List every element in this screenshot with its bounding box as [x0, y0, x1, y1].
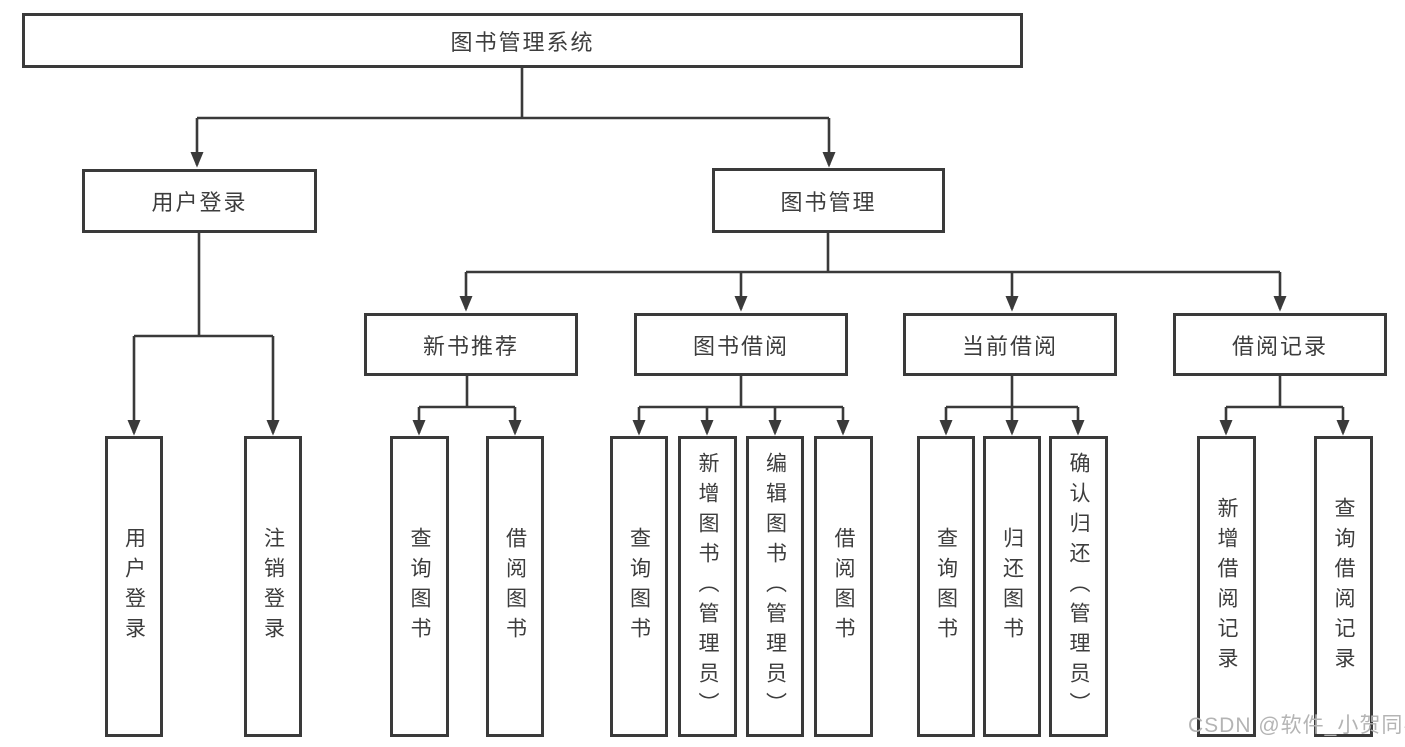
node-borrowing-records-label: 借阅记录	[1231, 333, 1328, 359]
leaf-add-books-admin: 新增图书（管理员）	[678, 436, 737, 737]
leaf-query-books-borrowing: 查询图书	[610, 436, 668, 737]
leaf-query-books-borrowing-label: 查询图书	[627, 526, 651, 647]
leaf-return-books-label: 归还图书	[1000, 526, 1024, 647]
leaf-return-books: 归还图书	[983, 436, 1041, 737]
node-book-borrowing-label: 图书借阅	[692, 333, 789, 359]
node-book-borrowing: 图书借阅	[634, 313, 848, 376]
connector-user-login-to-leaves	[127, 233, 280, 436]
node-book-management-label: 图书管理	[780, 189, 877, 215]
connector-borrow-records-to-leaves	[1219, 376, 1350, 436]
leaf-borrow-books-recommend: 借阅图书	[486, 436, 544, 737]
leaf-borrow-books-borrowing: 借阅图书	[814, 436, 873, 737]
connector-book-borrowing-to-leaves	[632, 376, 850, 436]
node-current-borrowing: 当前借阅	[903, 313, 1117, 376]
node-root-system: 图书管理系统	[22, 13, 1023, 68]
leaf-add-borrow-record: 新增借阅记录	[1197, 436, 1256, 737]
leaf-query-borrow-record: 查询借阅记录	[1314, 436, 1373, 737]
leaf-query-books-recommend: 查询图书	[390, 436, 449, 737]
node-user-login-label: 用户登录	[151, 190, 248, 215]
leaf-logout-label: 注销登录	[261, 526, 285, 647]
connector-new-book-to-leaves	[412, 376, 522, 436]
leaf-logout: 注销登录	[244, 436, 302, 737]
leaf-query-borrow-record-label: 查询借阅记录	[1332, 496, 1355, 677]
csdn-watermark: CSDN @软件_小贺同学	[1188, 714, 1405, 737]
node-new-book-recommend-label: 新书推荐	[422, 333, 519, 359]
connector-book-management-to-level3	[459, 233, 1287, 312]
leaf-query-books-current-label: 查询图书	[934, 526, 958, 647]
leaf-add-books-admin-label: 新增图书（管理员）	[696, 451, 719, 722]
node-borrowing-records: 借阅记录	[1173, 313, 1387, 376]
leaf-user-login: 用户登录	[105, 436, 163, 737]
leaf-user-login-label: 用户登录	[122, 526, 146, 647]
leaf-borrow-books-recommend-label: 借阅图书	[503, 526, 527, 647]
leaf-confirm-return-admin: 确认归还（管理员）	[1049, 436, 1108, 737]
node-book-management: 图书管理	[712, 168, 945, 233]
leaf-query-books-current: 查询图书	[917, 436, 975, 737]
leaf-confirm-return-admin-label: 确认归还（管理员）	[1067, 451, 1090, 722]
leaf-edit-books-admin-label: 编辑图书（管理员）	[763, 451, 787, 722]
leaf-edit-books-admin: 编辑图书（管理员）	[746, 436, 804, 737]
connector-root-to-level2	[190, 68, 836, 168]
leaf-borrow-books-borrowing-label: 借阅图书	[832, 526, 855, 647]
node-new-book-recommend: 新书推荐	[364, 313, 578, 376]
leaf-query-books-recommend-label: 查询图书	[408, 526, 431, 647]
leaf-add-borrow-record-label: 新增借阅记录	[1215, 496, 1238, 677]
connector-current-borrowing-to-leaves	[939, 376, 1085, 436]
node-current-borrowing-label: 当前借阅	[961, 333, 1058, 359]
node-root-label: 图书管理系统	[450, 29, 595, 55]
node-user-login: 用户登录	[82, 169, 317, 233]
